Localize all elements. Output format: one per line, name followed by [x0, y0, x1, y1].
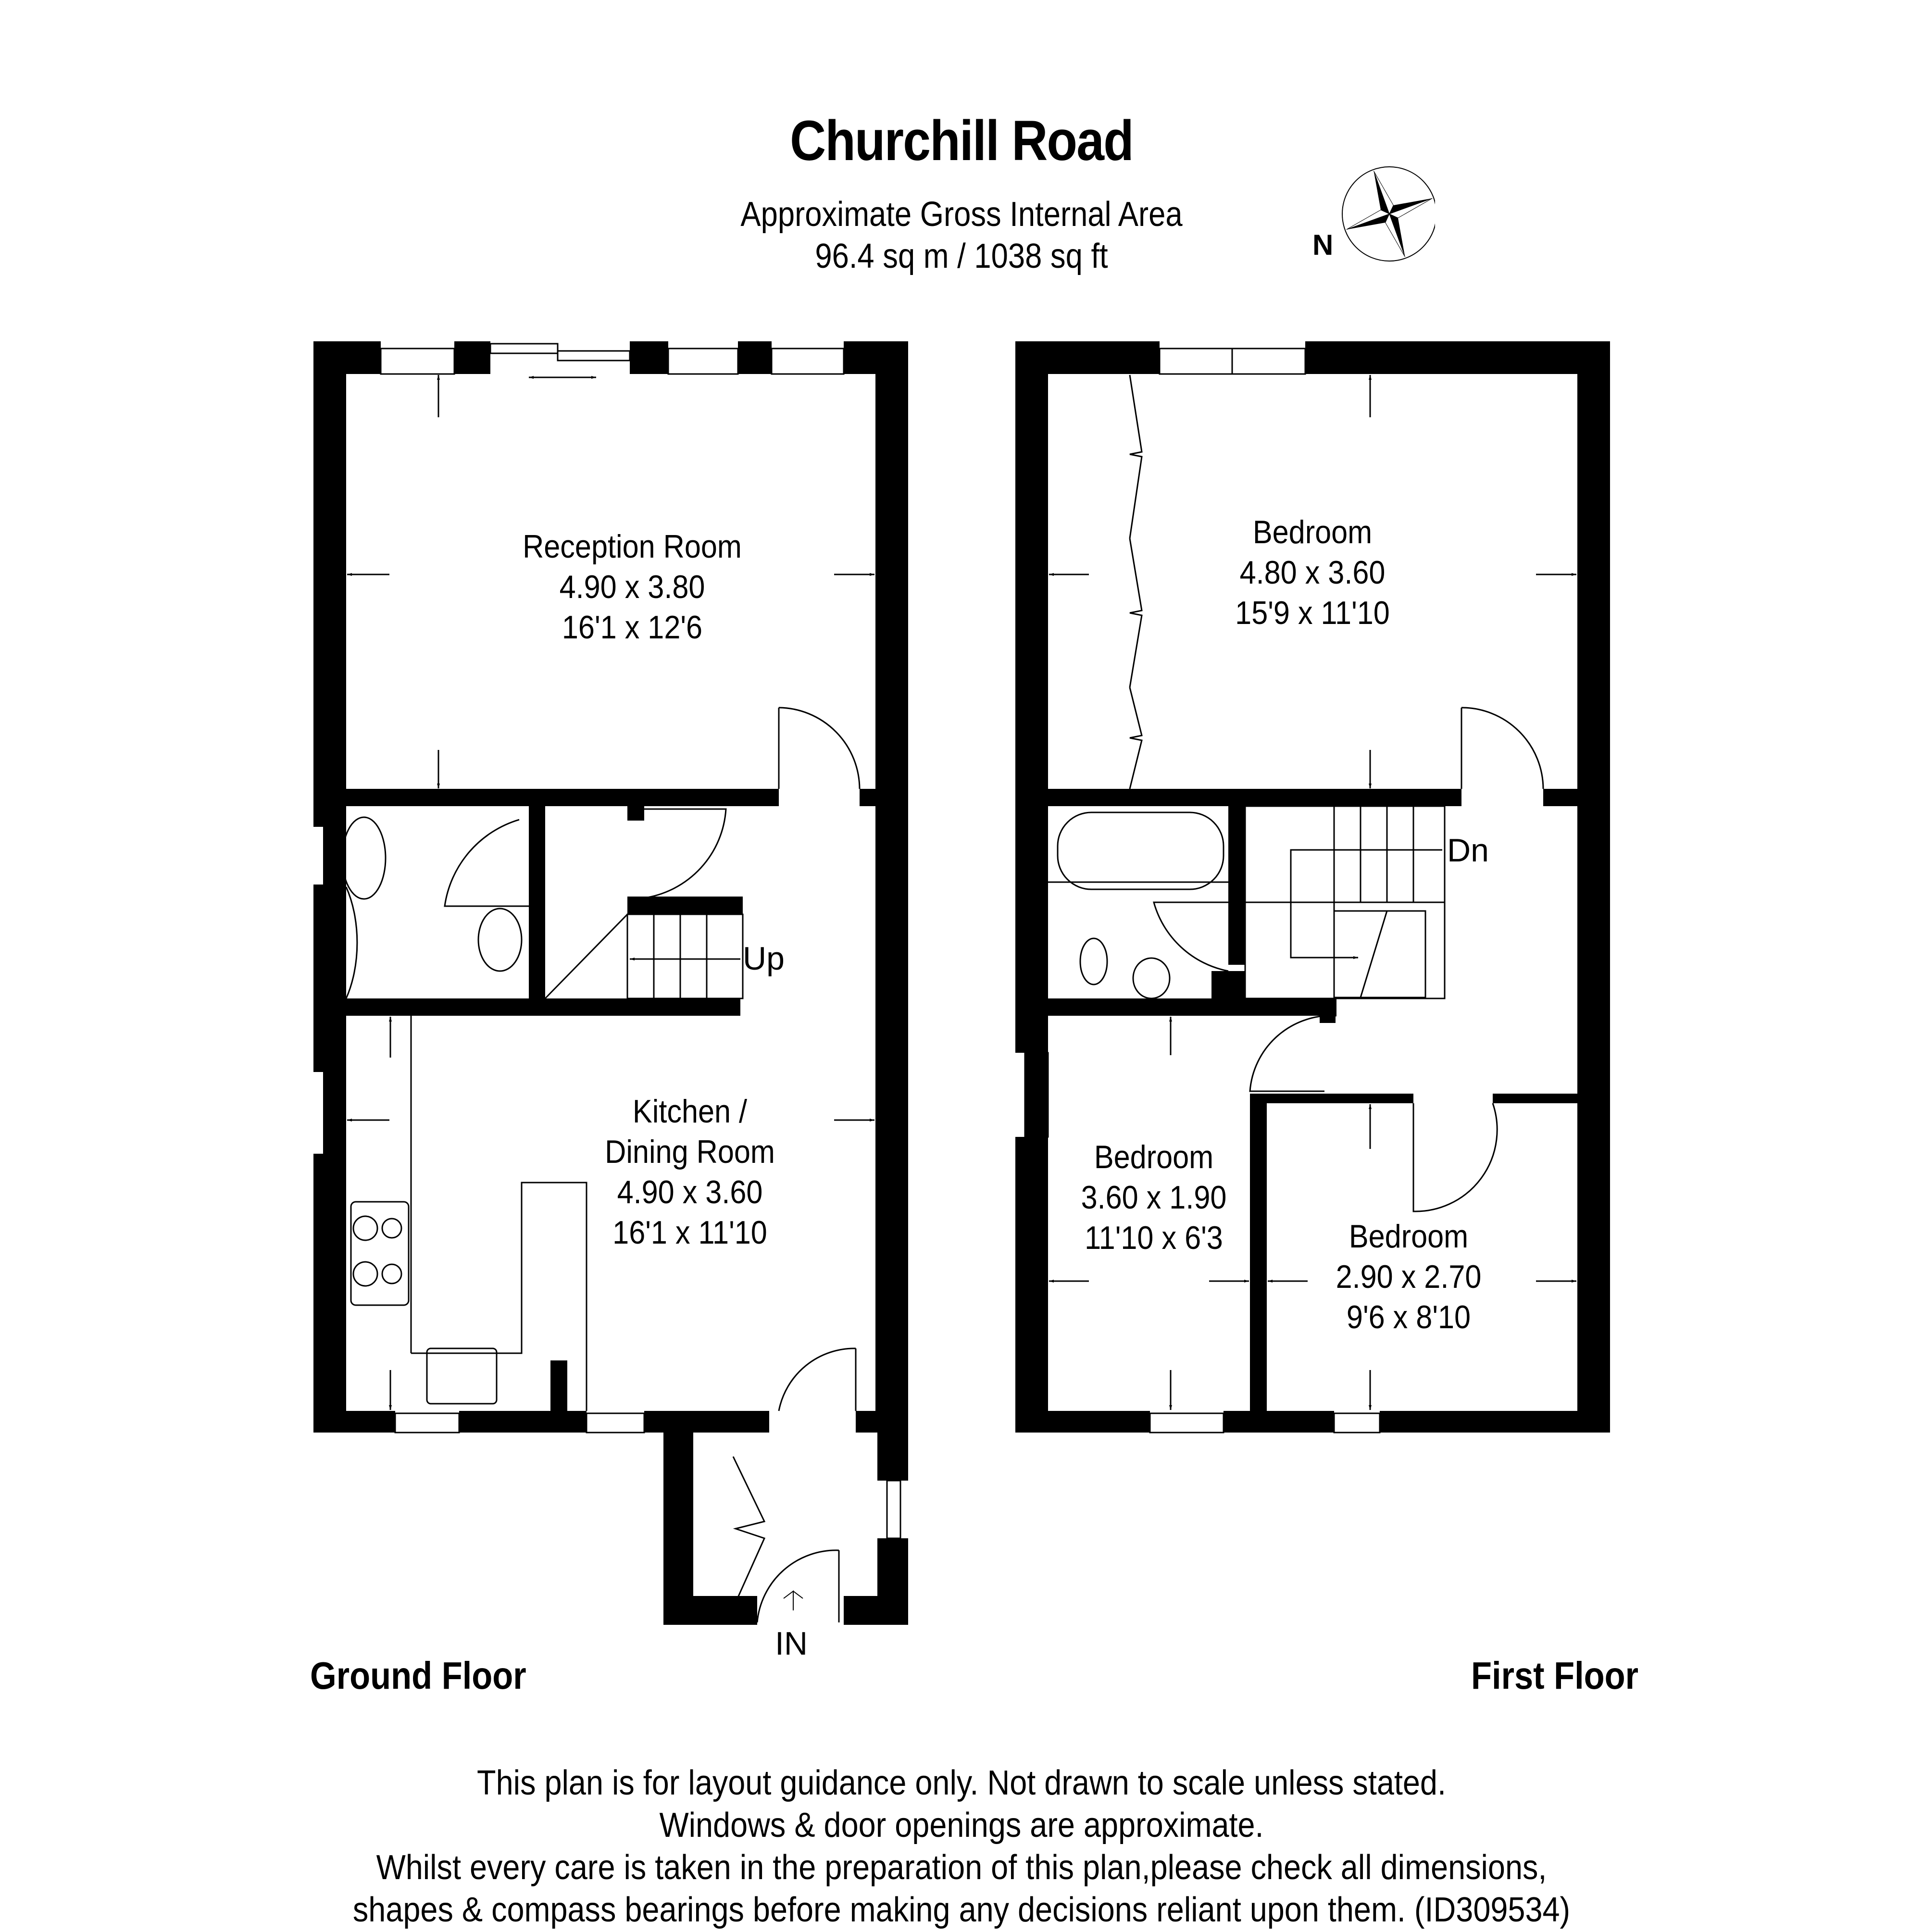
room-imperial: 15'9 x 11'10 [1235, 595, 1390, 631]
room-name: Bedroom [1252, 514, 1373, 550]
room-label-reception: Reception Room 4.90 x 3.80 16'1 x 12'6 [513, 526, 751, 648]
stairs-down-label: Dn [1447, 832, 1489, 869]
first-floor-walls [1015, 341, 1610, 1433]
room-name: Bedroom [1349, 1218, 1469, 1255]
room-label-bedroom-1: Bedroom 4.80 x 3.60 15'9 x 11'10 [1204, 512, 1421, 633]
ground-floor-label: Ground Floor [310, 1654, 526, 1697]
first-floor-label: First Floor [1471, 1654, 1639, 1697]
stairs-up-label: Up [743, 940, 785, 977]
room-metric: 3.60 x 1.90 [1081, 1179, 1227, 1216]
disclaimer-line-4: shapes & compass bearings before making … [352, 1891, 1571, 1929]
disclaimer: This plan is for layout guidance only. N… [96, 1762, 1827, 1931]
room-metric: 4.80 x 3.60 [1239, 554, 1386, 591]
plan-title: Churchill Road [790, 109, 1134, 173]
area-value: 96.4 sq m / 1038 sq ft [815, 237, 1108, 275]
room-label-bedroom-3: Bedroom 2.90 x 2.70 9'6 x 8'10 [1322, 1216, 1495, 1337]
compass-north-label: N [1312, 229, 1334, 261]
room-imperial: 16'1 x 11'10 [612, 1214, 767, 1251]
room-imperial: 16'1 x 12'6 [562, 609, 703, 646]
room-name: Kitchen / [632, 1093, 748, 1130]
disclaimer-line-1: This plan is for layout guidance only. N… [477, 1764, 1446, 1802]
room-imperial: 9'6 x 8'10 [1346, 1299, 1471, 1335]
room-name-2: Dining Room [605, 1134, 775, 1170]
room-name: Reception Room [523, 528, 742, 565]
compass-rose-icon [1342, 166, 1435, 262]
room-metric: 4.90 x 3.80 [559, 569, 705, 605]
room-name: Bedroom [1094, 1139, 1214, 1175]
entrance-label: IN [775, 1625, 808, 1662]
disclaimer-line-2: Windows & door openings are approximate. [659, 1806, 1264, 1845]
room-label-kitchen-dining: Kitchen / Dining Room 4.90 x 3.60 16'1 x… [573, 1091, 807, 1253]
disclaimer-line-3: Whilst every care is taken in the prepar… [376, 1848, 1547, 1887]
room-label-bedroom-2: Bedroom 3.60 x 1.90 11'10 x 6'3 [1063, 1137, 1245, 1258]
ground-floor-walls [313, 341, 908, 1625]
area-label: Approximate Gross Internal Area [740, 195, 1183, 234]
room-imperial: 11'10 x 6'3 [1085, 1220, 1223, 1256]
room-metric: 2.90 x 2.70 [1336, 1259, 1482, 1295]
room-metric: 4.90 x 3.60 [617, 1174, 763, 1210]
